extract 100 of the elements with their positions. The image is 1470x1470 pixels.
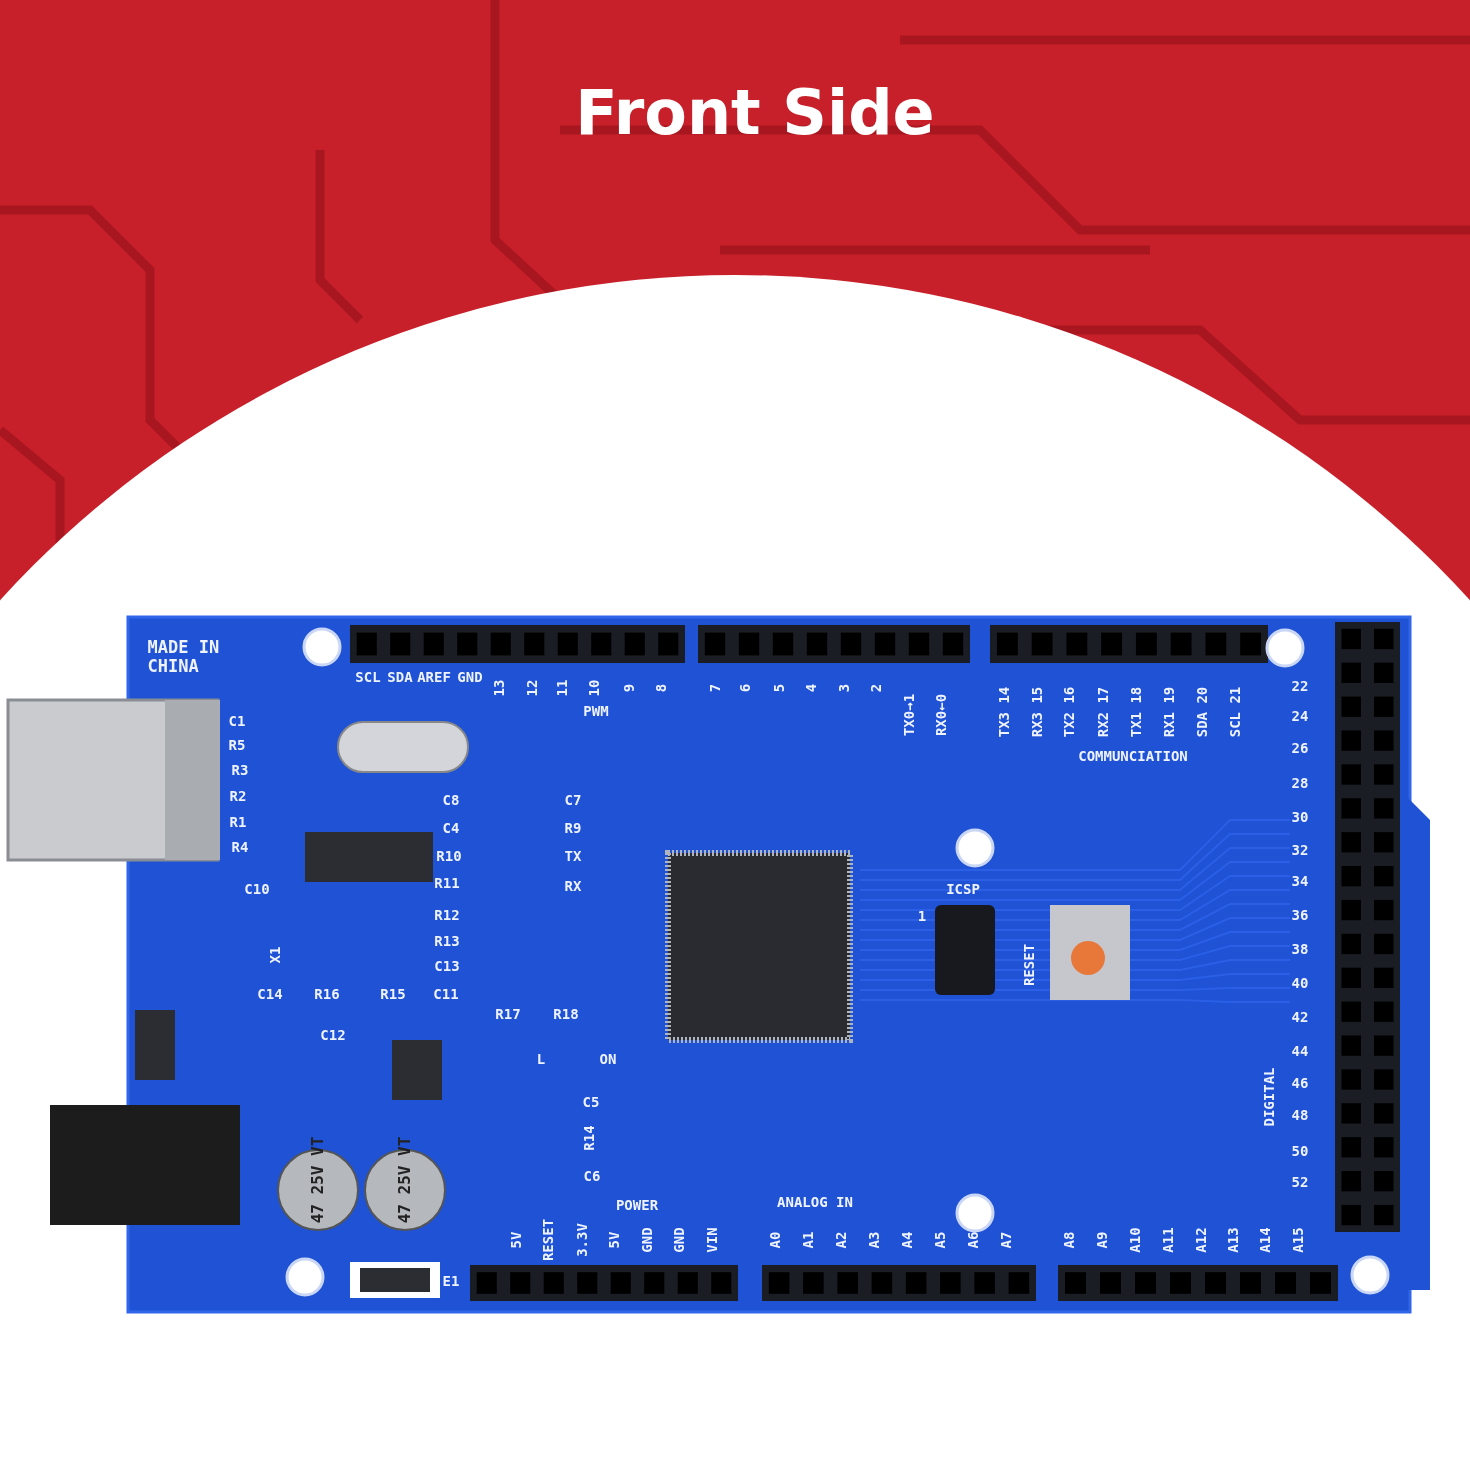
silkscreen-label: R16: [314, 987, 340, 1003]
silkscreen-label: A12: [1194, 1227, 1210, 1253]
silkscreen-label: X1: [268, 946, 284, 964]
silkscreen-label: A13: [1226, 1227, 1242, 1253]
silkscreen-label: 32: [1291, 843, 1309, 859]
silkscreen-label: TX2 16: [1062, 686, 1078, 738]
silkscreen-label: 50: [1291, 1144, 1309, 1160]
silkscreen-label: A11: [1161, 1227, 1177, 1253]
silkscreen-label: C1: [228, 714, 246, 730]
silkscreen-label: 13: [492, 679, 508, 697]
silkscreen-label: C5: [582, 1095, 600, 1111]
silkscreen-label: TX3 14: [997, 686, 1013, 738]
silkscreen-label: ICSP: [946, 882, 980, 898]
silkscreen-label: 38: [1291, 942, 1309, 958]
silkscreen-label: 1: [917, 909, 927, 925]
silkscreen-label: R1: [229, 815, 247, 831]
silkscreen-label: C4: [442, 821, 460, 837]
silkscreen-label: 26: [1291, 741, 1309, 757]
silkscreen-label: 22: [1291, 679, 1309, 695]
silkscreen-label: R5: [228, 738, 246, 754]
silkscreen-label: 7: [708, 683, 724, 693]
silkscreen-label: A4: [900, 1231, 916, 1249]
silkscreen-label: A1: [801, 1231, 817, 1249]
silkscreen-label: 9: [622, 683, 638, 693]
silkscreen-label: 46: [1291, 1076, 1309, 1092]
silkscreen-label: 24: [1291, 709, 1309, 725]
capacitor-marking: 47 25V VT: [309, 1136, 327, 1224]
silkscreen-label: 3.3V: [575, 1223, 591, 1257]
silkscreen-label: R15: [380, 987, 406, 1003]
silkscreen-label: 2: [869, 683, 885, 693]
silkscreen-label: R9: [564, 821, 582, 837]
title: Front Side: [575, 75, 935, 149]
silkscreen-label: C11: [433, 987, 459, 1003]
silkscreen-label: A14: [1258, 1227, 1274, 1253]
silkscreen-label: A7: [999, 1231, 1015, 1249]
silkscreen-label: 5: [772, 683, 788, 693]
silkscreen-label: 12: [525, 679, 541, 697]
silkscreen-label: 10: [587, 679, 603, 697]
silkscreen-label: 36: [1291, 908, 1309, 924]
silkscreen-label: RX: [564, 879, 582, 895]
silkscreen-label: R13: [434, 934, 460, 950]
silkscreen-label: 5V: [607, 1231, 623, 1249]
silkscreen-label: TX1 18: [1129, 686, 1145, 738]
silkscreen-label: GND: [672, 1227, 688, 1253]
silkscreen-label: POWER: [615, 1198, 659, 1214]
silkscreen-label: SCL: [355, 670, 381, 686]
silkscreen-label: C10: [244, 882, 270, 898]
silkscreen-label: MADE IN CHINA: [147, 638, 221, 676]
silkscreen-label: A6: [966, 1231, 982, 1249]
silkscreen-label: C6: [583, 1169, 601, 1185]
silkscreen-label: R2: [229, 789, 247, 805]
silkscreen-label: R17: [495, 1007, 521, 1023]
silkscreen-label: A3: [867, 1231, 883, 1249]
silkscreen-label: 5V: [509, 1231, 525, 1249]
silkscreen-label: RX3 15: [1030, 686, 1046, 738]
silkscreen-label: DIGITAL: [1262, 1067, 1278, 1127]
silkscreen-label: C13: [434, 959, 460, 975]
silkscreen-label: C7: [564, 793, 582, 809]
silkscreen-label: L: [536, 1052, 546, 1068]
silkscreen-label: A0: [768, 1231, 784, 1249]
silkscreen-label: 4: [804, 683, 820, 693]
silkscreen-label: ANALOG IN: [777, 1195, 853, 1211]
silkscreen-label: RESET: [541, 1218, 557, 1262]
silkscreen-label: 42: [1291, 1010, 1309, 1026]
capacitor-marking: 47 25V VT: [396, 1136, 414, 1224]
silkscreen-label: C8: [442, 793, 460, 809]
silkscreen-label: 8: [654, 683, 670, 693]
silkscreen-label: R11: [434, 876, 460, 892]
silkscreen-label: R18: [553, 1007, 579, 1023]
silkscreen-label: SDA 20: [1195, 686, 1211, 738]
silkscreen-label: 44: [1291, 1044, 1309, 1060]
silkscreen-label: ON: [599, 1052, 617, 1068]
silkscreen-label: A8: [1062, 1231, 1078, 1249]
silkscreen-label: E1: [442, 1274, 460, 1290]
silkscreen-label: R10: [436, 849, 462, 865]
silkscreen-label: TX: [564, 849, 582, 865]
silkscreen-label: R14: [582, 1125, 598, 1151]
silkscreen-label: 34: [1291, 874, 1309, 890]
silkscreen-label: RESET: [1022, 943, 1038, 987]
silkscreen-label: C14: [257, 987, 283, 1003]
silkscreen-label: A15: [1291, 1227, 1307, 1253]
silkscreen-label: PWM: [583, 704, 609, 720]
silkscreen-label: 6: [738, 683, 754, 693]
silkscreen-label: GND: [640, 1227, 656, 1253]
silkscreen-label: C12: [320, 1028, 346, 1044]
silkscreen-label: A5: [933, 1231, 949, 1249]
silkscreen-label: 28: [1291, 776, 1309, 792]
silkscreen-label: R12: [434, 908, 460, 924]
silkscreen-label: SCL 21: [1228, 686, 1244, 738]
silkscreen-label: 3: [837, 683, 853, 693]
silkscreen-label: VIN: [705, 1227, 721, 1253]
silkscreen-label: A2: [834, 1231, 850, 1249]
silkscreen-label: RX1 19: [1162, 686, 1178, 738]
silkscreen-label: TX0→1: [902, 693, 918, 737]
silkscreen-label: A9: [1095, 1231, 1111, 1249]
silkscreen-label: R4: [231, 840, 249, 856]
silkscreen-label: 48: [1291, 1108, 1309, 1124]
silkscreen-label: AREF: [417, 670, 451, 686]
silkscreen-label: COMMUNCIATION: [1078, 749, 1188, 765]
silkscreen-label: A10: [1128, 1227, 1144, 1253]
